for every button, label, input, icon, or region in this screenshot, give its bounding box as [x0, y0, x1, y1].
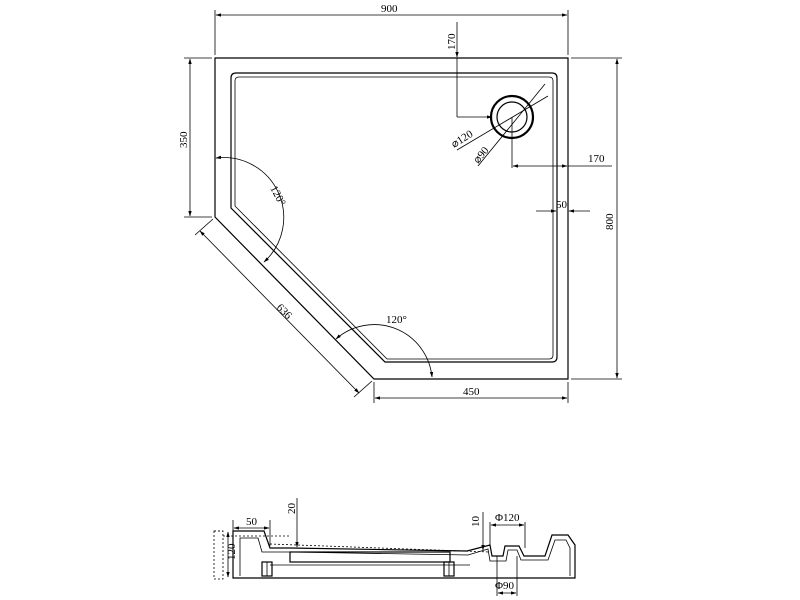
- depth-label: 800: [604, 213, 616, 230]
- drain-top-offset-label: 170: [446, 33, 458, 50]
- section-drain-top-label: Φ120: [495, 512, 520, 524]
- diagonal-label: 636: [274, 302, 295, 323]
- tray-basin-inner-line: [234, 76, 554, 360]
- plan-view: ⌀120 ⌀90 900 800 350 450 636 120° 120°: [178, 3, 622, 403]
- section-slope-label: 20: [286, 503, 298, 515]
- support-frame: [289, 551, 451, 563]
- section-drain-bottom-label: Φ90: [495, 580, 515, 592]
- section-drop-label: 10: [470, 516, 482, 528]
- tray-outline-outer: [214, 57, 569, 380]
- angle-left-label: 120°: [267, 184, 287, 208]
- drain-side-offset-label: 170: [588, 153, 605, 165]
- rim-width-label: 50: [556, 199, 568, 211]
- tray-section-inner: [239, 537, 571, 576]
- angle-arc-bottom: [335, 324, 434, 378]
- angle-bottom-label: 120°: [386, 314, 407, 326]
- section-height-label: 120: [226, 543, 238, 560]
- width-label: 900: [381, 3, 398, 15]
- angle-arc-left: [215, 155, 285, 263]
- section-rim-label: 50: [246, 516, 258, 528]
- drain-dim-line-90: [477, 83, 546, 167]
- drain-inner-label: ⌀90: [471, 144, 492, 166]
- section-view: 50 120 20 10 Φ120 Φ90: [213, 498, 576, 596]
- tray-slope-line: [269, 543, 491, 553]
- left-side-label: 350: [178, 131, 190, 148]
- wall-hatch: [213, 530, 224, 580]
- front-side-label: 450: [463, 386, 480, 398]
- tray-basin-outline: [230, 72, 558, 363]
- tray-section-profile: [232, 530, 576, 579]
- drain-dim-line-120: [456, 95, 549, 151]
